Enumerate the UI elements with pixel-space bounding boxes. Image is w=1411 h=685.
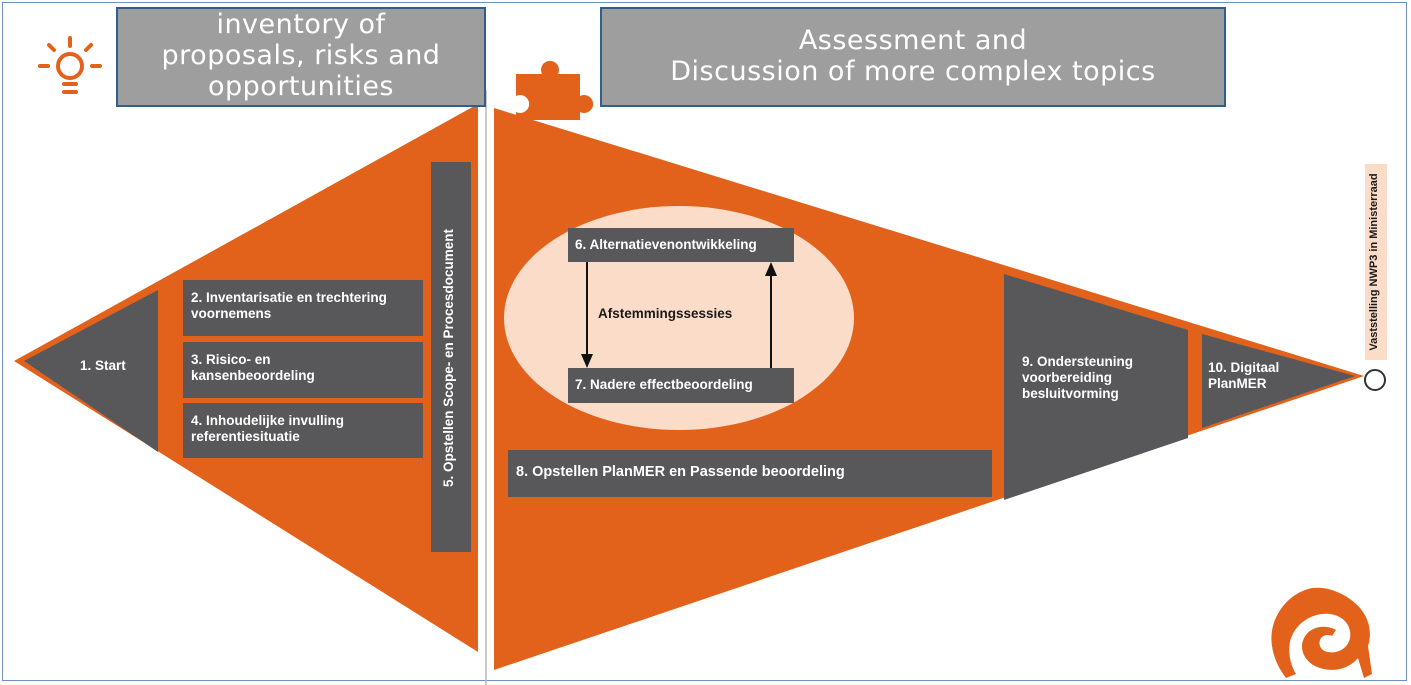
milestone-box <box>1365 164 1387 360</box>
lightbulb-icon <box>38 36 102 94</box>
down-arrow-icon <box>581 354 593 368</box>
step-5-label: 5. Opstellen Scope- en Procesdocument <box>441 228 456 488</box>
step-6-box: 6. Alternatievenontwikkeling <box>568 228 794 262</box>
milestone-label: Vaststelling NWP3 in Ministerraad <box>1368 173 1380 351</box>
step-9-shape <box>1004 274 1188 500</box>
up-arrow-icon <box>765 262 777 276</box>
step-7-box: 7. Nadere effectbeoordeling <box>568 368 794 403</box>
milestone-circle <box>1364 369 1386 391</box>
phase-two-header: Assessment and Discussion of more comple… <box>600 7 1226 107</box>
step-5-box <box>431 162 471 552</box>
step-1-shape <box>24 290 158 452</box>
phase-one-header: inventory of proposals, risks and opport… <box>116 7 486 107</box>
iteration-label: Afstemmingssessies <box>598 306 733 321</box>
company-logo <box>1271 587 1372 678</box>
puzzle-piece-icon <box>516 60 594 120</box>
step-8-box: 8. Opstellen PlanMER en Passende beoorde… <box>508 450 992 497</box>
step-10-shape <box>1202 334 1355 428</box>
step-1-label: 1. Start <box>80 358 126 373</box>
